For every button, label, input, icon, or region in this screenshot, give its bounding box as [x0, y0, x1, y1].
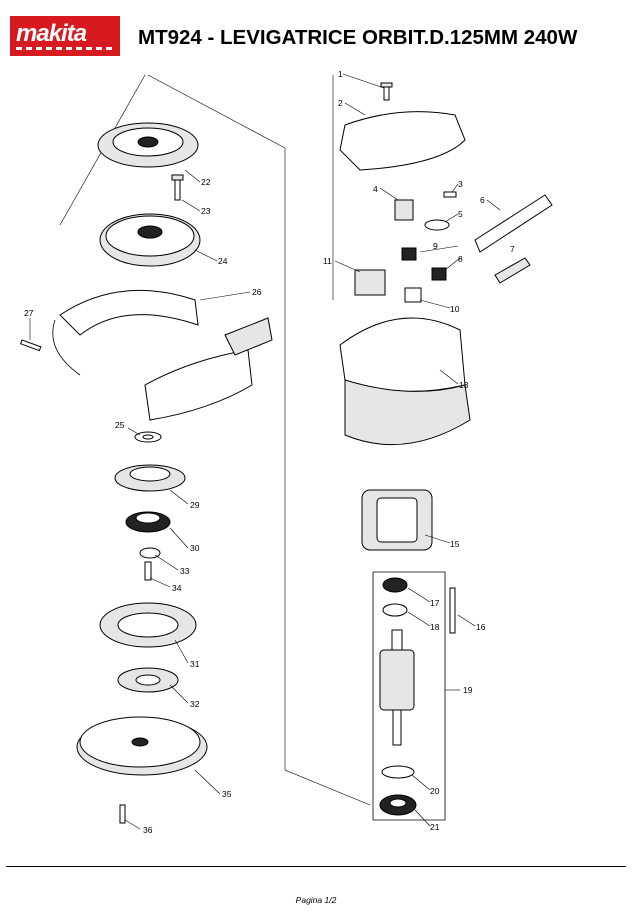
- label-7: 7: [510, 244, 515, 254]
- part-20-washer: [381, 765, 415, 779]
- makita-logo: makita: [10, 16, 120, 56]
- label-10: 10: [450, 304, 460, 314]
- label-36: 36: [143, 825, 153, 835]
- page-number: Pagina 1/2: [295, 895, 337, 905]
- label-17: 17: [430, 598, 440, 608]
- label-23: 23: [201, 206, 211, 216]
- part-6-cord-guard: [474, 194, 553, 253]
- label-34: 34: [172, 583, 182, 593]
- label-3: 3: [458, 179, 463, 189]
- label-25: 25: [115, 420, 125, 430]
- assembly-guide-line: [147, 74, 371, 806]
- part-11-switch-block: [354, 269, 386, 296]
- part-25-washer: [134, 431, 162, 443]
- label-16: 16: [476, 622, 486, 632]
- part-35-sanding-pad: [76, 716, 208, 776]
- label-2: 2: [338, 98, 343, 108]
- label-30: 30: [190, 543, 200, 553]
- label-29: 29: [190, 500, 200, 510]
- label-33: 33: [180, 566, 190, 576]
- part-5-plate: [424, 219, 450, 231]
- page-title: MT924 - LEVIGATRICE ORBIT.D.125MM 240W: [138, 26, 578, 49]
- part-13-motor-housing: [339, 317, 471, 446]
- part-24-fan: [99, 213, 201, 267]
- label-11: 11: [323, 256, 332, 266]
- part-31-pad-base: [99, 602, 197, 648]
- label-31: 31: [190, 659, 200, 669]
- label-8: 8: [458, 254, 463, 264]
- part-34-screw: [144, 561, 152, 581]
- label-13: 13: [459, 380, 469, 390]
- part-15-field: [361, 489, 433, 551]
- part-36-screw: [119, 804, 126, 824]
- armature-group-bracket: [372, 571, 446, 821]
- label-32: 32: [190, 699, 200, 709]
- part-10-connector: [404, 287, 422, 303]
- label-18: 18: [430, 622, 440, 632]
- part-26-dust-shroud: [52, 289, 273, 421]
- part-19-armature: [379, 629, 415, 746]
- part-3-screw: [443, 191, 457, 198]
- label-5: 5: [458, 209, 463, 219]
- label-24: 24: [218, 256, 228, 266]
- label-1: 1: [338, 69, 343, 79]
- label-27: 27: [24, 308, 34, 318]
- brand-wordmark: makita: [16, 20, 87, 47]
- leader-lines: [29, 73, 501, 830]
- logo-underline: [16, 47, 114, 50]
- part-1-screw: [380, 82, 393, 101]
- part-30-ball-bearing: [125, 511, 171, 533]
- part-32-ring: [117, 667, 179, 693]
- label-9: 9: [433, 241, 438, 251]
- part-22-cover-disk: [97, 122, 199, 168]
- part-7-cord: [494, 257, 531, 284]
- part-23-screw: [171, 174, 184, 201]
- label-22: 22: [201, 177, 211, 187]
- part-4-switch: [394, 199, 414, 221]
- part-8-brush-holder: [431, 267, 447, 281]
- footer-separator: [6, 866, 626, 867]
- label-20: 20: [430, 786, 440, 796]
- label-35: 35: [222, 789, 232, 799]
- label-4: 4: [373, 184, 378, 194]
- label-15: 15: [450, 539, 460, 549]
- part-33-washer: [139, 547, 161, 559]
- part-27-screw: [19, 339, 42, 352]
- part-9-terminal: [401, 247, 417, 261]
- part-labels: 1 2 3 4 5 6 7 8 9 10 11 13 15 16 17 18 1…: [24, 69, 515, 835]
- label-6: 6: [480, 195, 485, 205]
- label-21: 21: [430, 822, 440, 832]
- part-29-bearing-housing: [114, 464, 186, 492]
- label-26: 26: [252, 287, 262, 297]
- part-16-screw: [449, 587, 456, 634]
- part-2-top-cover: [339, 111, 466, 171]
- part-18-washer: [382, 603, 408, 617]
- part-21-bearing: [379, 794, 417, 816]
- part-17-bearing: [382, 577, 408, 593]
- label-19: 19: [463, 685, 473, 695]
